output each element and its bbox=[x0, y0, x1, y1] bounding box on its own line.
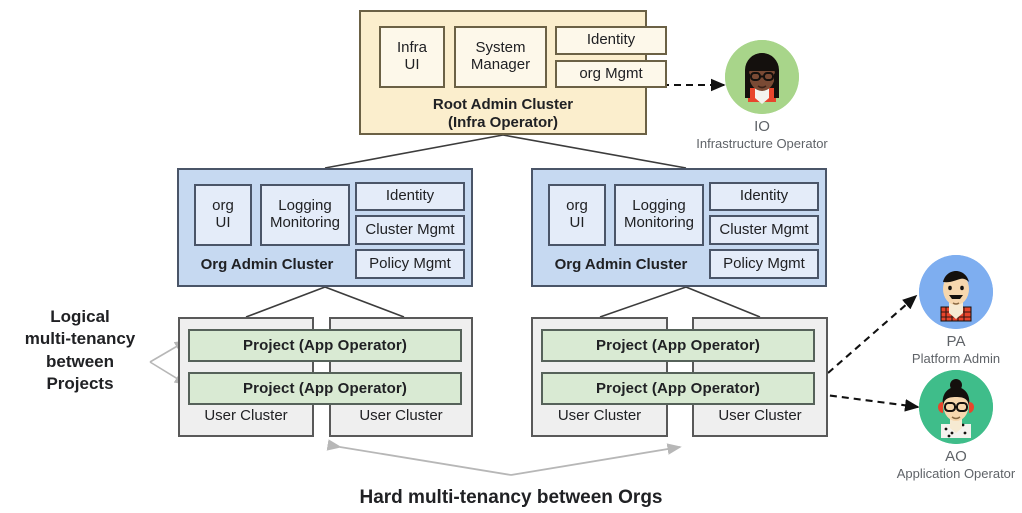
pa-initials: PA bbox=[946, 333, 966, 350]
service-label-line1: Logging bbox=[278, 197, 332, 215]
org-right-to-userclusters-connector bbox=[599, 286, 761, 318]
user-cluster-label-text: User Cluster bbox=[718, 407, 802, 424]
service-label-line2: UI bbox=[215, 214, 231, 231]
ao-avatar-icon bbox=[919, 370, 993, 444]
project-right-2[interactable]: Project (App Operator) bbox=[541, 372, 815, 405]
pa-name: Platform Admin bbox=[911, 351, 1001, 366]
org-left-to-userclusters-connector bbox=[245, 286, 405, 318]
persona-ao[interactable]: AO Application Operator bbox=[890, 370, 1022, 481]
ao-name: Application Operator bbox=[896, 466, 1016, 481]
project-label: Project (App Operator) bbox=[596, 337, 760, 354]
root-admin-cluster[interactable]: Infra UI System Manager Identity org Mgm… bbox=[359, 10, 667, 135]
service-label: Identity bbox=[739, 187, 789, 205]
service-label-line2: UI bbox=[404, 56, 420, 73]
service-logging-monitoring[interactable]: Logging Monitoring bbox=[260, 184, 350, 246]
ao-initials: AO bbox=[945, 448, 967, 465]
project-label: Project (App Operator) bbox=[596, 380, 760, 397]
org-admin-cluster-left-title: Org Admin Cluster bbox=[187, 256, 347, 274]
service-label-line1: Infra bbox=[396, 39, 427, 57]
service-policy-mgmt[interactable]: Policy Mgmt bbox=[355, 249, 465, 279]
service-system-manager[interactable]: System Manager bbox=[454, 26, 547, 88]
project-label: Project (App Operator) bbox=[243, 380, 407, 397]
service-org-ui[interactable]: org UI bbox=[548, 184, 606, 246]
project-left-2[interactable]: Project (App Operator) bbox=[188, 372, 462, 405]
root-admin-cluster-title-line1: Root Admin Cluster bbox=[432, 96, 574, 113]
root-admin-cluster-title: Root Admin Cluster (Infra Operator) bbox=[361, 96, 645, 132]
io-avatar-icon bbox=[725, 40, 799, 114]
pa-avatar bbox=[919, 255, 993, 329]
persona-pa[interactable]: PA Platform Admin bbox=[890, 255, 1022, 366]
service-label: Cluster Mgmt bbox=[365, 220, 455, 238]
service-cluster-mgmt[interactable]: Cluster Mgmt bbox=[355, 215, 465, 245]
user-cluster-label: User Cluster bbox=[180, 407, 312, 424]
io-avatar bbox=[725, 40, 799, 114]
service-identity[interactable]: Identity bbox=[555, 26, 667, 55]
service-label: org Mgmt bbox=[579, 64, 643, 82]
logical-multitenancy-label-line2: multi-tenancy bbox=[24, 329, 136, 349]
service-label-line1: org bbox=[212, 197, 234, 215]
user-cluster-label: User Cluster bbox=[694, 407, 826, 424]
service-logging-monitoring[interactable]: Logging Monitoring bbox=[614, 184, 704, 246]
service-label: Policy Mgmt bbox=[369, 254, 451, 272]
service-label-line2: UI bbox=[569, 214, 585, 231]
hard-multitenancy-arrow bbox=[326, 439, 682, 476]
service-identity[interactable]: Identity bbox=[709, 182, 819, 211]
service-label: Identity bbox=[586, 31, 636, 49]
user-cluster-label-text: User Cluster bbox=[204, 407, 288, 424]
org-admin-cluster-left[interactable]: org UI Logging Monitoring Identity Clust… bbox=[177, 168, 473, 287]
logical-multitenancy-label: Logical multi-tenancy between Projects bbox=[14, 306, 146, 396]
service-identity[interactable]: Identity bbox=[355, 182, 465, 211]
service-org-ui[interactable]: org UI bbox=[194, 184, 252, 246]
service-policy-mgmt[interactable]: Policy Mgmt bbox=[709, 249, 819, 279]
org-admin-cluster-right[interactable]: org UI Logging Monitoring Identity Clust… bbox=[531, 168, 827, 287]
service-label-line1: org bbox=[566, 197, 588, 215]
user-cluster-label-text: User Cluster bbox=[359, 407, 443, 424]
org-admin-cluster-title-text: Org Admin Cluster bbox=[200, 256, 334, 273]
service-cluster-mgmt[interactable]: Cluster Mgmt bbox=[709, 215, 819, 245]
service-infra-ui[interactable]: Infra UI bbox=[379, 26, 445, 88]
logical-multitenancy-label-line3: between bbox=[45, 351, 115, 371]
hard-multitenancy-label: Hard multi-tenancy between Orgs bbox=[261, 487, 761, 509]
project-label: Project (App Operator) bbox=[243, 337, 407, 354]
service-label-line1: Logging bbox=[632, 197, 686, 215]
service-label: Policy Mgmt bbox=[723, 254, 805, 272]
user-cluster-label: User Cluster bbox=[533, 407, 666, 424]
project-left-1[interactable]: Project (App Operator) bbox=[188, 329, 462, 362]
project-right-1[interactable]: Project (App Operator) bbox=[541, 329, 815, 362]
io-initials: IO bbox=[754, 118, 770, 135]
org-admin-cluster-title-text: Org Admin Cluster bbox=[554, 256, 688, 273]
org-admin-cluster-right-title: Org Admin Cluster bbox=[541, 256, 701, 274]
service-label: Cluster Mgmt bbox=[719, 220, 809, 238]
service-label-line2: Monitoring bbox=[623, 214, 695, 231]
service-label: Identity bbox=[385, 187, 435, 205]
service-label-line1: System bbox=[475, 39, 526, 57]
pa-avatar-icon bbox=[919, 255, 993, 329]
logical-multitenancy-label-line4: Projects bbox=[46, 374, 114, 394]
ao-avatar bbox=[919, 370, 993, 444]
persona-io[interactable]: IO Infrastructure Operator bbox=[696, 40, 828, 151]
user-cluster-label-text: User Cluster bbox=[557, 407, 642, 424]
service-org-mgmt[interactable]: org Mgmt bbox=[555, 60, 667, 88]
logical-multitenancy-label-line1: Logical bbox=[50, 307, 110, 326]
service-label-line2: Monitoring bbox=[269, 214, 341, 231]
io-name: Infrastructure Operator bbox=[696, 136, 828, 151]
service-label-line2: Manager bbox=[470, 56, 531, 73]
root-to-orgs-connector bbox=[324, 134, 687, 169]
hard-multitenancy-label-text: Hard multi-tenancy between Orgs bbox=[359, 487, 663, 508]
root-admin-cluster-title-line2: (Infra Operator) bbox=[447, 114, 558, 131]
user-cluster-label: User Cluster bbox=[331, 407, 471, 424]
